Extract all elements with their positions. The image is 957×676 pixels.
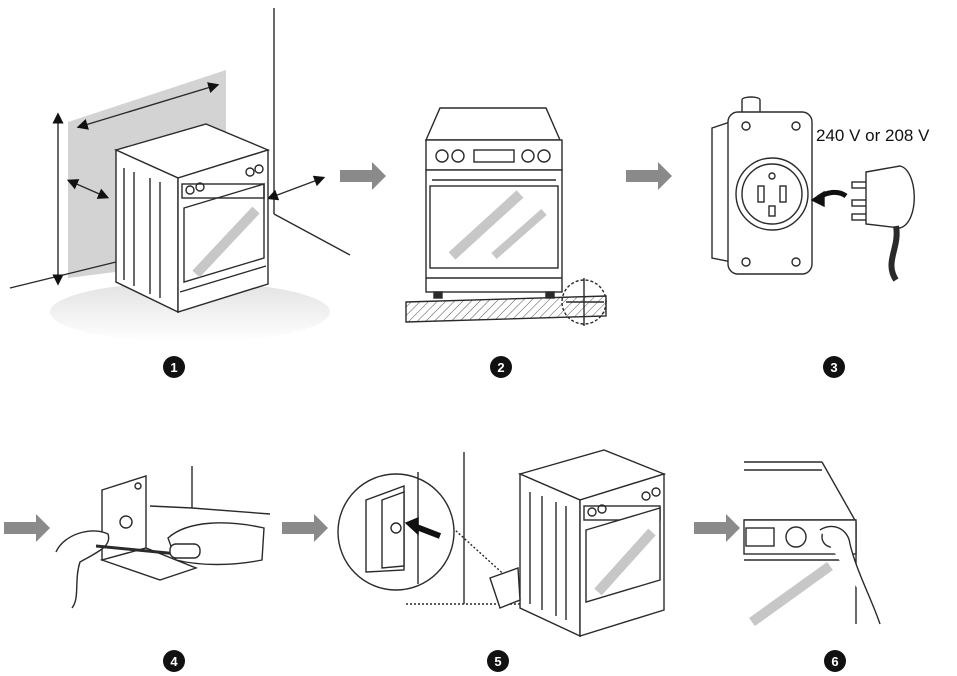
step-number-badge: 1 <box>163 356 185 378</box>
step-number-badge: 4 <box>163 650 185 672</box>
step-number-badge: 3 <box>823 356 845 378</box>
flow-arrow-5-to-6 <box>694 514 740 542</box>
panel-6-knob-illustration <box>743 461 881 627</box>
step-number-badge: 5 <box>487 650 509 672</box>
panel-1-clearance-illustration <box>9 8 351 342</box>
voltage-label: 240 V or 208 V <box>816 126 930 145</box>
flow-arrow-1-to-2 <box>340 162 386 190</box>
step-number-badge: 6 <box>824 650 846 672</box>
flow-arrows <box>4 162 740 542</box>
flow-arrow-2-to-3 <box>626 162 672 190</box>
panel-4-bracket-illustration <box>55 466 271 609</box>
flow-arrow-4-to-5 <box>282 514 328 542</box>
step-number-badge: 2 <box>490 356 512 378</box>
flow-arrow-into-4 <box>4 514 50 542</box>
panel-2-leveling-illustration <box>405 107 607 326</box>
panel-3-outlet-illustration <box>711 96 915 282</box>
panel-5-anti-tip-illustration <box>337 449 667 638</box>
